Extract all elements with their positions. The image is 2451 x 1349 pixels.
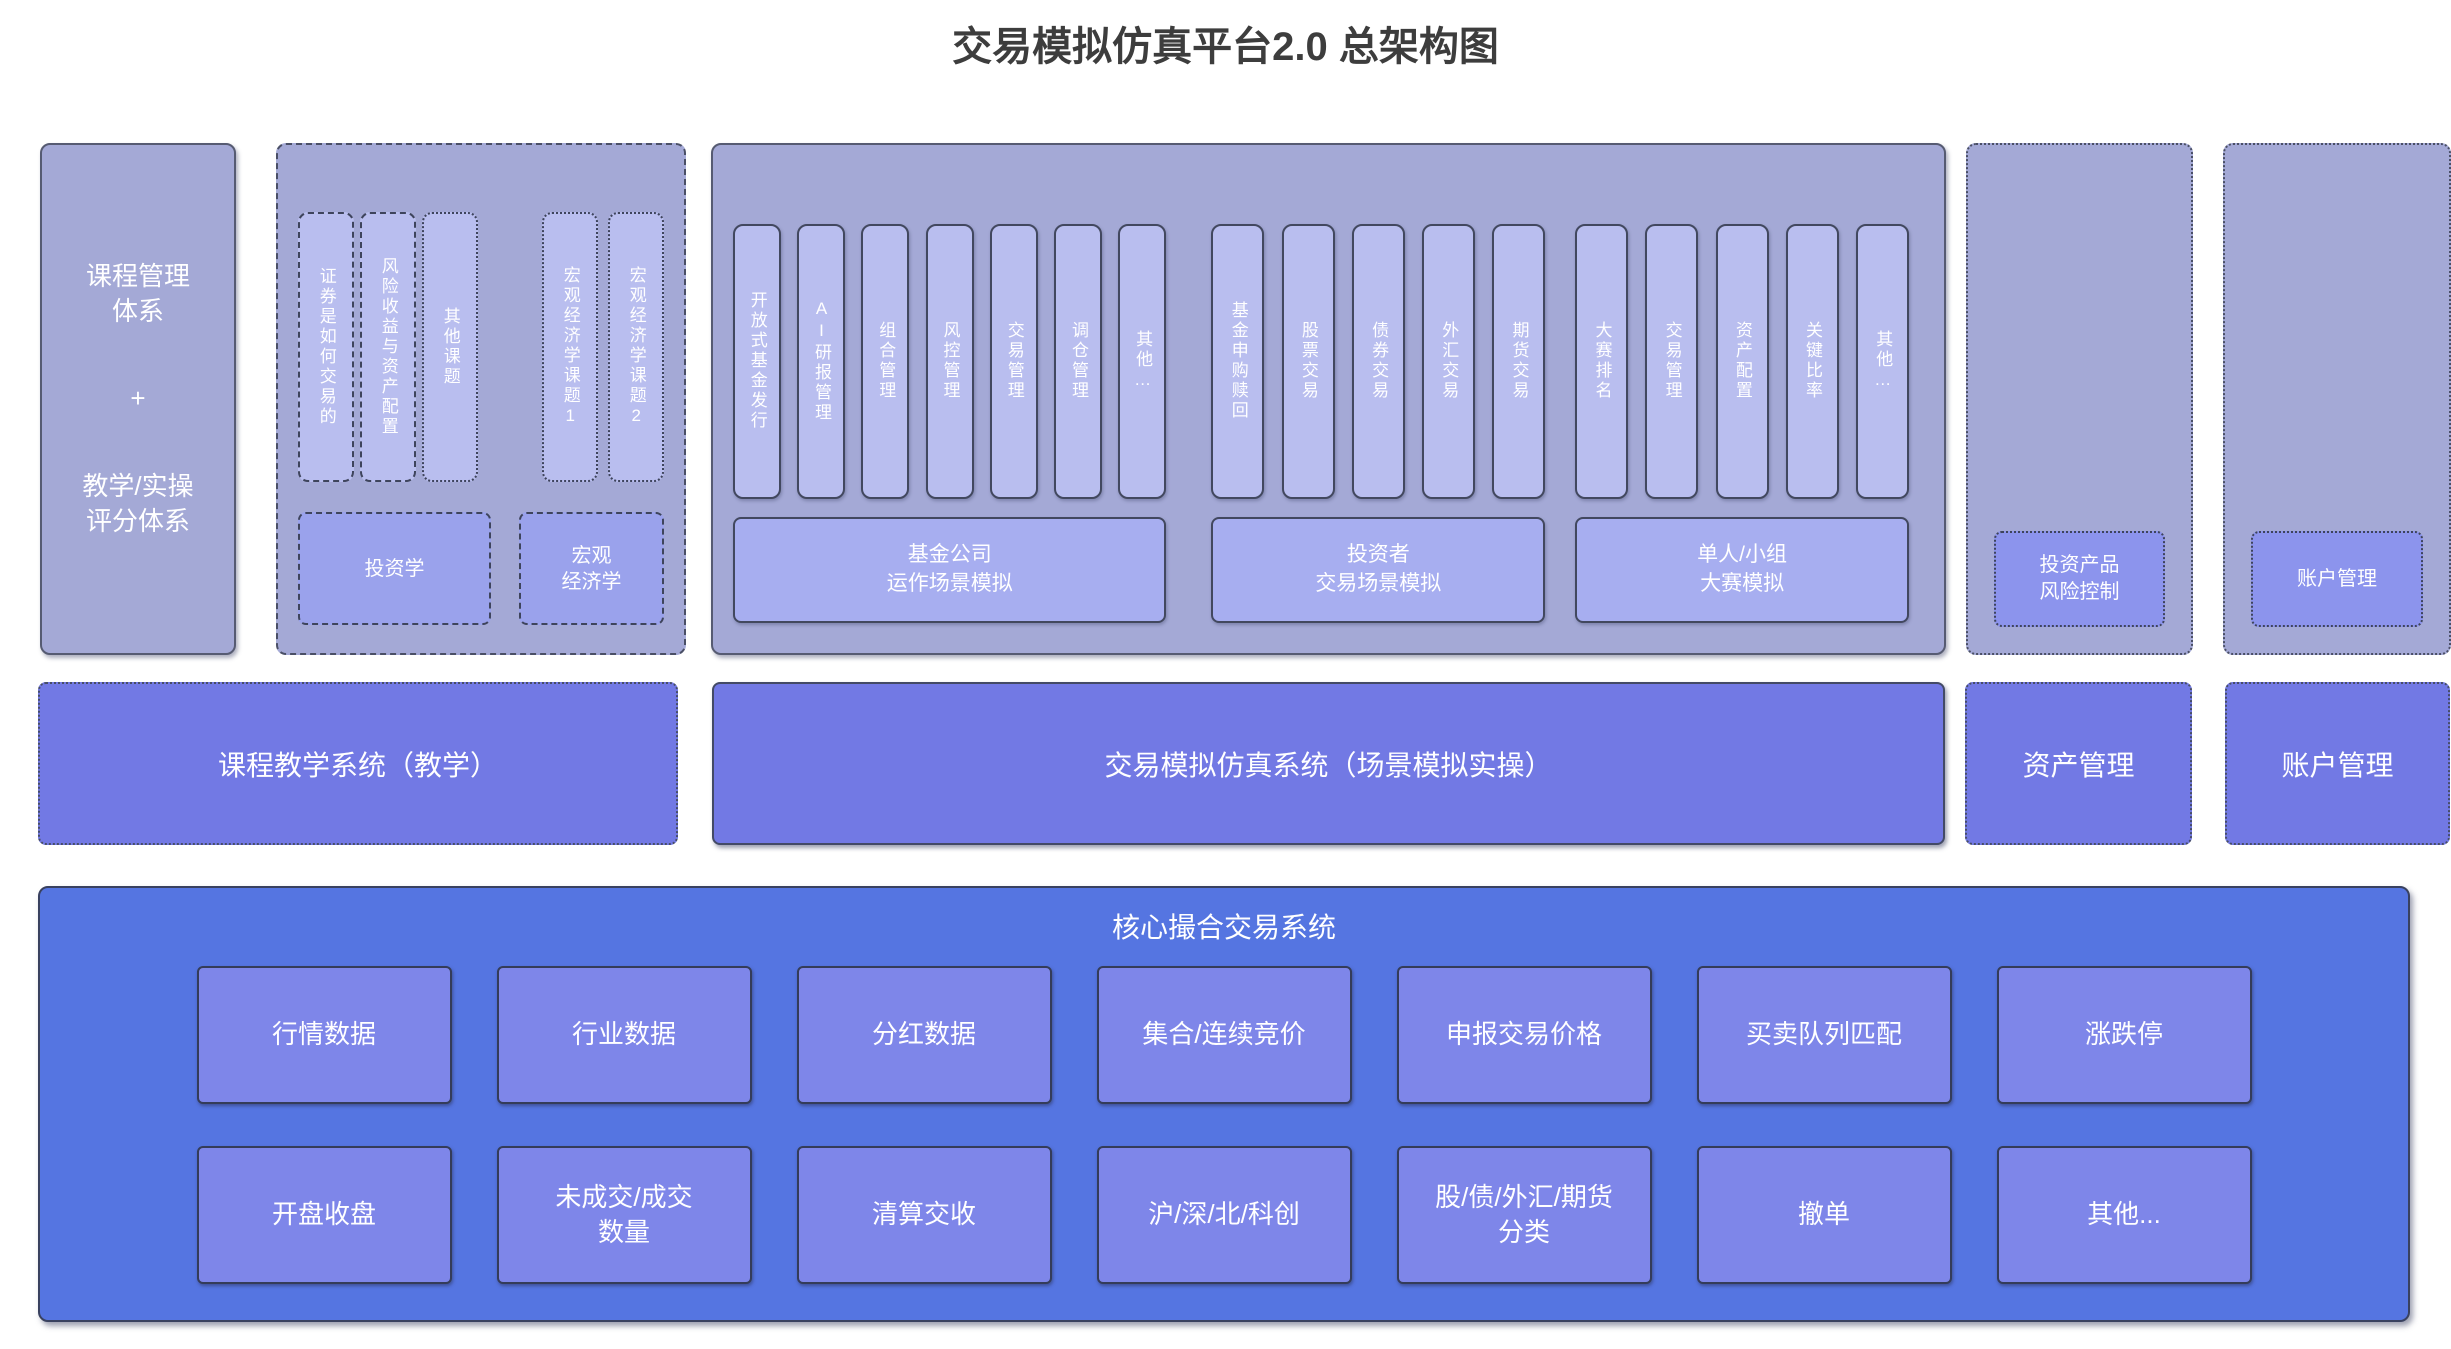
footer-account-management-top: 账户管理 [2251, 531, 2423, 627]
topic-column-risk-return: 风险收益与资产配置 [360, 212, 416, 483]
core-box-auction: 集合/连续竞价 [1096, 966, 1352, 1104]
topic-column-macro-1: 宏观经济学课题1 [542, 212, 598, 483]
core-box-cancel-order: 撤单 [1696, 1146, 1952, 1284]
core-box-asset-classification: 股/债/外汇/期货 分类 [1396, 1146, 1652, 1284]
fund-company-columns: 开放式基金发行 AI研报管理 组合管理 风控管理 交易管理 调仓管理 其他… [733, 224, 1167, 499]
topic-column-other: 其他课题 [422, 212, 478, 483]
core-box-other: 其他... [1996, 1146, 2252, 1284]
column-other-fund: 其他… [1118, 224, 1167, 499]
product-risk-panel: 投资产品 风险控制 [1966, 143, 2193, 655]
system-course-teaching: 课程教学系统（教学） [38, 682, 678, 845]
topic-footers: 投资学 宏观 经济学 [298, 512, 664, 625]
topic-spacer [478, 212, 542, 482]
footer-investor-trading-sim: 投资者 交易场景模拟 [1211, 516, 1546, 623]
column-forex-trading: 外汇交易 [1421, 224, 1475, 499]
column-fund-subscribe-redeem: 基金申购赎回 [1211, 224, 1265, 499]
competition-columns: 大赛排名 交易管理 资产配置 关键比率 其他… [1575, 224, 1909, 499]
top-row: 课程管理 体系 + 教学/实操 评分体系 证券是如何交易的 风险收益与资产配置 … [0, 143, 2451, 655]
core-box-order-price: 申报交易价格 [1396, 966, 1652, 1104]
core-box-filled-unfilled: 未成交/成交 数量 [496, 1146, 752, 1284]
topic-column-securities: 证券是如何交易的 [298, 212, 354, 483]
column-futures-trading: 期货交易 [1492, 224, 1546, 499]
core-box-industry-data: 行业数据 [496, 966, 752, 1104]
footer-product-risk-control: 投资产品 风险控制 [1994, 531, 2165, 627]
column-stock-trading: 股票交易 [1281, 224, 1335, 499]
core-panel-title: 核心撮合交易系统 [1111, 912, 1336, 943]
core-box-exchanges: 沪/深/北/科创 [1096, 1146, 1352, 1284]
system-asset-management: 资产管理 [1965, 682, 2192, 845]
topic-column-macro-2: 宏观经济学课题2 [608, 212, 664, 483]
core-row-2: 开盘收盘 未成交/成交 数量 清算交收 沪/深/北/科创 股/债/外汇/期货 分… [40, 1146, 2408, 1284]
investor-trading-group: 基金申购赎回 股票交易 债券交易 外汇交易 期货交易 投资者 交易场景模拟 [1211, 224, 1546, 623]
column-ai-research: AI研报管理 [797, 224, 846, 499]
column-risk-control: 风控管理 [925, 224, 974, 499]
fund-company-group: 开放式基金发行 AI研报管理 组合管理 风控管理 交易管理 调仓管理 其他… 基… [733, 224, 1167, 623]
column-open-fund-issue: 开放式基金发行 [733, 224, 781, 499]
core-box-queue-matching: 买卖队列匹配 [1696, 966, 1952, 1104]
core-matching-system-panel: 核心撮合交易系统 行情数据 行业数据 分红数据 集合/连续竞价 申报交易价格 买… [38, 886, 2410, 1322]
topic-columns: 证券是如何交易的 风险收益与资产配置 其他课题 宏观经济学课题1 宏观经济学课题… [298, 212, 664, 483]
column-asset-allocation: 资产配置 [1715, 224, 1769, 499]
column-trade-mgmt-comp: 交易管理 [1645, 224, 1699, 499]
system-trading-simulation: 交易模拟仿真系统（场景模拟实操） [712, 682, 1945, 845]
footer-competition-sim: 单人/小组 大赛模拟 [1575, 516, 1909, 623]
column-portfolio-mgmt: 组合管理 [861, 224, 910, 499]
footer-investment-course: 投资学 [298, 512, 491, 625]
column-competition-ranking: 大赛排名 [1575, 224, 1629, 499]
course-management-panel: 课程管理 体系 + 教学/实操 评分体系 [40, 143, 236, 655]
column-key-ratios: 关键比率 [1785, 224, 1839, 499]
investor-trading-columns: 基金申购赎回 股票交易 债券交易 外汇交易 期货交易 [1211, 224, 1546, 499]
core-box-price-limit: 涨跌停 [1996, 966, 2252, 1104]
page-title: 交易模拟仿真平台2.0 总架构图 [952, 25, 1499, 69]
systems-row: 课程教学系统（教学） 交易模拟仿真系统（场景模拟实操） 资产管理 账户管理 [0, 682, 2451, 845]
core-box-clearing-settlement: 清算交收 [796, 1146, 1052, 1284]
column-bond-trading: 债券交易 [1351, 224, 1405, 499]
system-account-management: 账户管理 [2225, 682, 2450, 845]
competition-group: 大赛排名 交易管理 资产配置 关键比率 其他… 单人/小组 大赛模拟 [1575, 224, 1909, 623]
column-trade-mgmt-fund: 交易管理 [989, 224, 1038, 499]
simulation-scenarios-panel: 开放式基金发行 AI研报管理 组合管理 风控管理 交易管理 调仓管理 其他… 基… [711, 143, 1946, 655]
core-row-1: 行情数据 行业数据 分红数据 集合/连续竞价 申报交易价格 买卖队列匹配 涨跌停 [40, 966, 2408, 1104]
column-rebalance-mgmt: 调仓管理 [1054, 224, 1103, 499]
core-box-open-close: 开盘收盘 [196, 1146, 452, 1284]
plus-sign: + [130, 383, 146, 414]
course-topics-panel: 证券是如何交易的 风险收益与资产配置 其他课题 宏观经济学课题1 宏观经济学课题… [276, 143, 686, 655]
architecture-diagram: 交易模拟仿真平台2.0 总架构图 课程管理 体系 + 教学/实操 评分体系 证券… [0, 14, 2451, 1349]
account-top-panel: 账户管理 [2223, 143, 2451, 655]
column-other-comp: 其他… [1855, 224, 1909, 499]
course-panel-line2: 教学/实操 评分体系 [82, 470, 194, 536]
footer-fund-company-sim: 基金公司 运作场景模拟 [733, 516, 1167, 623]
course-panel-line1: 课程管理 体系 [85, 261, 190, 327]
footer-macro-economics-course: 宏观 经济学 [518, 512, 664, 625]
core-box-market-data: 行情数据 [196, 966, 452, 1104]
core-box-dividend-data: 分红数据 [796, 966, 1052, 1104]
